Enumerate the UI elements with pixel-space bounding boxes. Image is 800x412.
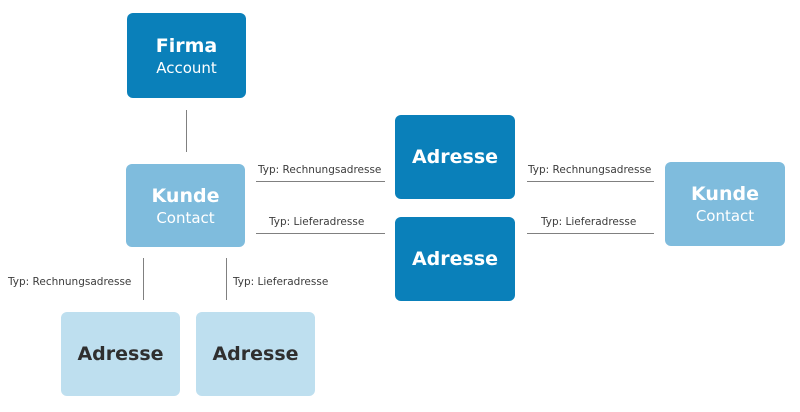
firma-title: Firma: [155, 34, 218, 57]
connector-kunde-adresse-bottom-left: [143, 258, 144, 300]
firma-account-node: Firma Account: [127, 13, 246, 98]
kunde-left-subtitle: Contact: [156, 208, 215, 227]
adresse-node-bottom-left: Adresse: [61, 312, 180, 396]
edge-label-right-rechnung: Typ: Rechnungsadresse: [528, 164, 652, 176]
kunde-right-subtitle: Contact: [695, 207, 755, 225]
firma-subtitle: Account: [156, 58, 217, 77]
edge-label-bottom-rechnung: Typ: Rechnungsadresse: [8, 276, 132, 288]
connector-kunde-left-adresse-top: [256, 181, 385, 182]
adresse-mid-title: Adresse: [411, 248, 499, 270]
adresse-top-title: Adresse: [411, 146, 499, 168]
connector-kunde-right-adresse-top: [527, 181, 654, 182]
adresse-bottom-right-title: Adresse: [212, 343, 299, 365]
connector-firma-kunde: [186, 110, 187, 152]
kunde-contact-node-left: Kunde Contact: [126, 164, 245, 247]
connector-kunde-left-adresse-mid: [256, 233, 385, 234]
edge-label-bottom-liefer: Typ: Lieferadresse: [233, 276, 329, 288]
connector-kunde-right-adresse-mid: [527, 233, 654, 234]
kunde-left-title: Kunde: [151, 184, 220, 207]
adresse-node-bottom-right: Adresse: [196, 312, 315, 396]
adresse-bottom-left-title: Adresse: [77, 343, 164, 365]
adresse-node-mid: Adresse: [395, 217, 515, 301]
edge-label-left-liefer: Typ: Lieferadresse: [269, 216, 365, 228]
connector-kunde-adresse-bottom-right: [226, 258, 227, 300]
kunde-right-title: Kunde: [691, 183, 759, 205]
kunde-contact-node-right: Kunde Contact: [665, 162, 785, 246]
edge-label-right-liefer: Typ: Lieferadresse: [541, 216, 637, 228]
edge-label-left-rechnung: Typ: Rechnungsadresse: [258, 164, 382, 176]
adresse-node-top: Adresse: [395, 115, 515, 199]
